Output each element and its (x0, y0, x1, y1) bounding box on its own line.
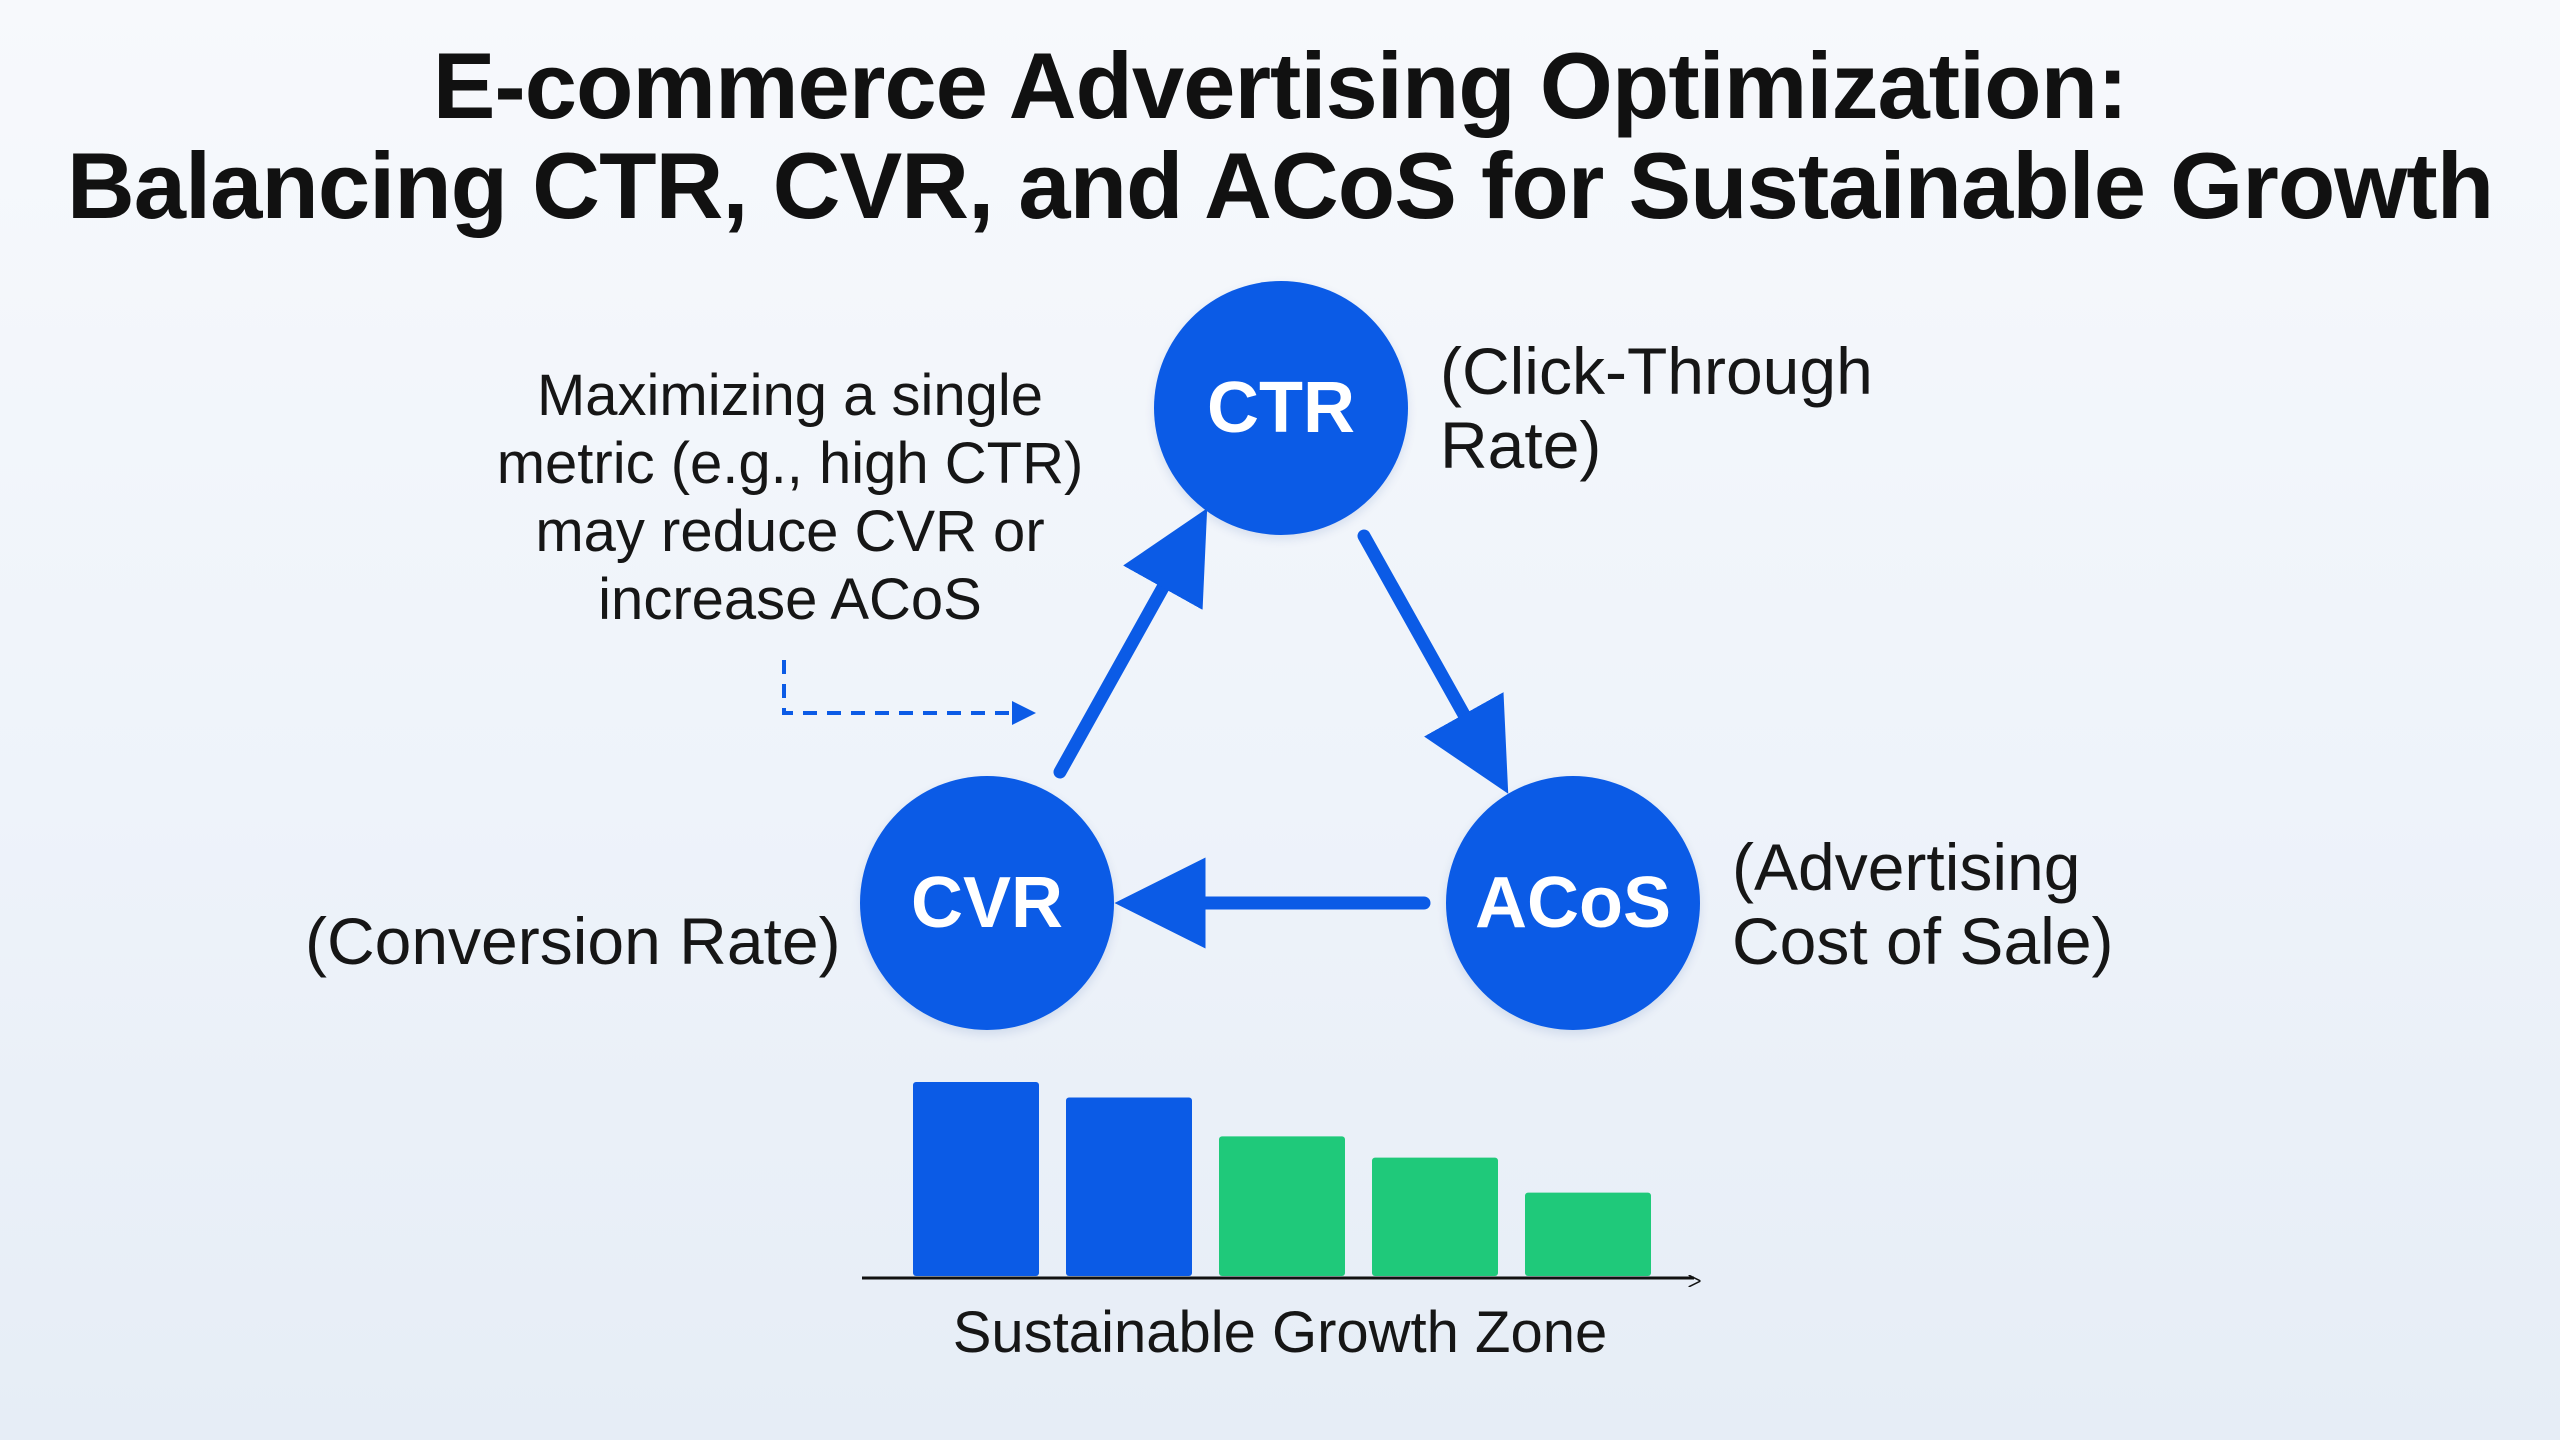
arrow-cvr-to-ctr (1053, 508, 1208, 779)
tradeoff-note-line-1: Maximizing a single (536, 363, 1044, 428)
cvr-node-label: CVR (910, 863, 1063, 943)
ctr-node: CTR (1154, 281, 1408, 535)
title-line-1: E-commerce Advertising Optimization: (432, 33, 2129, 138)
tradeoff-note: Maximizing a single metric (e.g., high C… (440, 362, 1140, 634)
growth-bar-3 (1219, 1136, 1345, 1276)
growth-bar-4 (1372, 1157, 1498, 1276)
acos-node-label: ACoS (1475, 863, 1671, 943)
cvr-description: (Conversion Rate) (305, 904, 841, 978)
title-line-2: Balancing CTR, CVR, and ACoS for Sustain… (66, 133, 2494, 238)
tradeoff-note-line-4: increase ACoS (598, 567, 982, 632)
growth-bar-5 (1525, 1192, 1651, 1276)
growth-zone-label: Sustainable Growth Zone (952, 1300, 1608, 1365)
note-connector-arrow (782, 660, 1036, 725)
acos-description: (Advertising Cost of Sale) (1732, 830, 2114, 978)
ctr-description-line-2: Rate) (1440, 408, 1602, 482)
growth-bar-2 (1066, 1097, 1192, 1276)
ctr-node-label: CTR (1207, 368, 1355, 448)
growth-bars (913, 1082, 1651, 1276)
ctr-description: (Click-Through Rate) (1440, 334, 1873, 482)
acos-description-line-1: (Advertising (1732, 830, 2081, 904)
ctr-description-line-1: (Click-Through (1440, 334, 1873, 408)
arrow-ctr-to-acos (1357, 529, 1509, 794)
growth-bar-1 (913, 1082, 1039, 1276)
cvr-node: CVR (860, 776, 1114, 1030)
acos-node: ACoS (1446, 776, 1700, 1030)
tradeoff-note-line-2: metric (e.g., high CTR) (496, 431, 1084, 496)
tradeoff-note-line-3: may reduce CVR or (535, 499, 1045, 564)
acos-description-line-2: Cost of Sale) (1732, 904, 2114, 978)
